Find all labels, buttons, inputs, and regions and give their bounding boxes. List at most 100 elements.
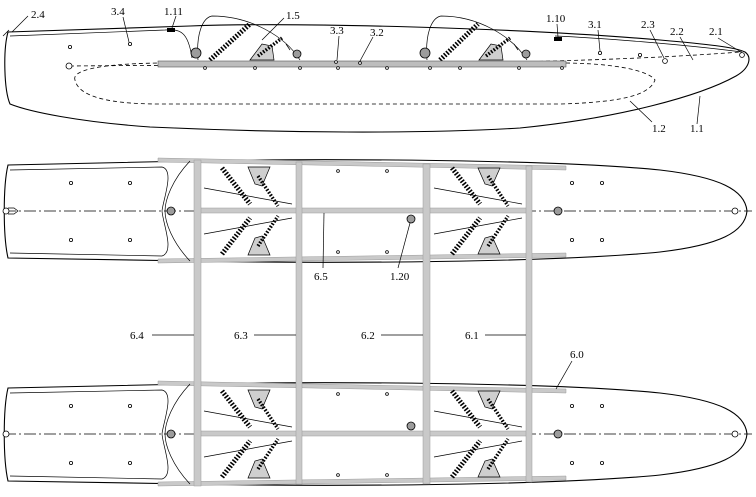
leader-6-5: [322, 212, 325, 269]
side-view: [2, 15, 750, 133]
handle-1-10: [554, 37, 562, 41]
upper-dot-11: [336, 250, 340, 254]
upper-cockpits: [2, 160, 739, 269]
upper-rear-paddle-b: [450, 216, 482, 256]
lower-ball-mid: [406, 421, 416, 431]
leader-3-2: [359, 36, 374, 62]
side-dot-15: [358, 61, 362, 65]
side-dot-8: [336, 66, 340, 70]
upper-dot-8: [600, 237, 605, 242]
side-ball-front-2: [292, 49, 302, 59]
leader-2-1: [717, 37, 742, 53]
handle-1-11: [167, 28, 175, 32]
upper-front-stick-a: [203, 187, 293, 205]
label-1-20: 1.20: [390, 271, 410, 283]
lower-dot-12: [385, 473, 389, 477]
side-dot-12: [517, 66, 521, 70]
lower-rail-middle: [197, 430, 529, 437]
side-ring-bow-tip: [739, 52, 745, 58]
leader-3-4: [122, 16, 130, 43]
side-dot-14: [334, 60, 338, 64]
leader-1-2: [629, 100, 653, 123]
beam-6-3: [295, 161, 303, 485]
leader-3-1: [597, 29, 601, 52]
upper-dot-6: [570, 237, 575, 242]
side-dot-3: [598, 51, 603, 56]
upper-front-cockpit-arc: [164, 160, 191, 262]
side-deck-line-aft: [554, 35, 743, 53]
upper-dot-7: [600, 180, 605, 185]
lower-dot-11: [336, 473, 340, 477]
label-1-1: 1.1: [690, 123, 704, 135]
lower-dot-6: [570, 460, 575, 465]
lower-dot-4: [127, 460, 132, 465]
label-1-10: 1.10: [546, 13, 566, 25]
side-hull: [4, 24, 750, 133]
beam-6-4: [193, 159, 202, 487]
lower-deck-line: [9, 389, 169, 480]
lower-ring-stern: [2, 430, 10, 438]
lower-dot-5: [570, 403, 575, 408]
upper-rear-paddle-a: [450, 166, 482, 206]
side-dot-4: [638, 53, 643, 58]
lower-front-stick-a: [203, 410, 293, 428]
beam-6-2: [422, 163, 431, 485]
side-dot-5: [203, 66, 207, 70]
beam-6-1: [525, 165, 533, 483]
lower-dot-8: [600, 460, 605, 465]
leader-2-2: [679, 36, 694, 61]
lower-dot-3: [127, 403, 132, 408]
label-6-0: 6.0: [570, 349, 584, 361]
upper-ring-bow: [731, 207, 739, 215]
side-ball-front: [190, 47, 202, 59]
front-cockpit-hump: [197, 15, 301, 61]
label-6-3: 6.3: [234, 330, 248, 342]
upper-deck-line: [9, 166, 169, 257]
upper-dot-2: [69, 237, 74, 242]
upper-dot-3: [127, 180, 132, 185]
side-dot-7: [298, 66, 302, 70]
upper-ring-stern: [2, 207, 10, 215]
upper-rail-top: [157, 157, 567, 171]
side-dot-2: [127, 42, 132, 47]
upper-front-stick-b: [203, 217, 293, 235]
lower-dot-9: [336, 392, 340, 396]
label-6-1: 6.1: [465, 330, 479, 342]
side-top-rail: [157, 60, 567, 68]
label-2-2: 2.2: [670, 26, 684, 38]
label-6-5: 6.5: [314, 271, 328, 283]
label-1-11: 1.11: [164, 6, 183, 18]
lower-front-cockpit-arc: [164, 383, 191, 485]
label-2-4: 2.4: [31, 9, 45, 21]
lower-cockpits: [2, 360, 739, 485]
lower-rear-stick-b: [433, 440, 523, 458]
lower-dot-7: [600, 403, 605, 408]
upper-rear-stick-b: [433, 217, 523, 235]
side-ball-rear-2: [521, 49, 531, 59]
side-dot-13: [560, 66, 564, 70]
frame: [157, 157, 567, 487]
lower-rear-paddle-a: [450, 389, 482, 429]
lower-rear-paddle-b: [450, 439, 482, 479]
side-dot-11: [458, 66, 462, 70]
front-handle-mark: [285, 43, 291, 51]
leader-6-0: [555, 360, 573, 390]
side-deck-line: [9, 29, 193, 59]
label-2-3: 2.3: [641, 19, 655, 31]
lower-ball-rear: [553, 429, 563, 439]
label-6-2: 6.2: [361, 330, 375, 342]
leader-2-3: [649, 29, 665, 59]
upper-dot-4: [127, 237, 132, 242]
callout-labels: 2.4 3.4 1.11 1.5 3.3 3.2 1.10 3.1 2.3 2.…: [31, 6, 723, 361]
upper-dot-1: [69, 180, 74, 185]
side-dot-9: [385, 66, 389, 70]
label-2-1: 2.1: [709, 26, 723, 38]
label-3-2: 3.2: [370, 27, 384, 39]
lower-front-stick-b: [203, 440, 293, 458]
label-3-1: 3.1: [588, 19, 602, 31]
inner-float-outline: [74, 62, 656, 105]
rear-handle-mark: [513, 43, 519, 51]
upper-dot-9: [336, 169, 340, 173]
leader-1-10: [556, 23, 559, 38]
